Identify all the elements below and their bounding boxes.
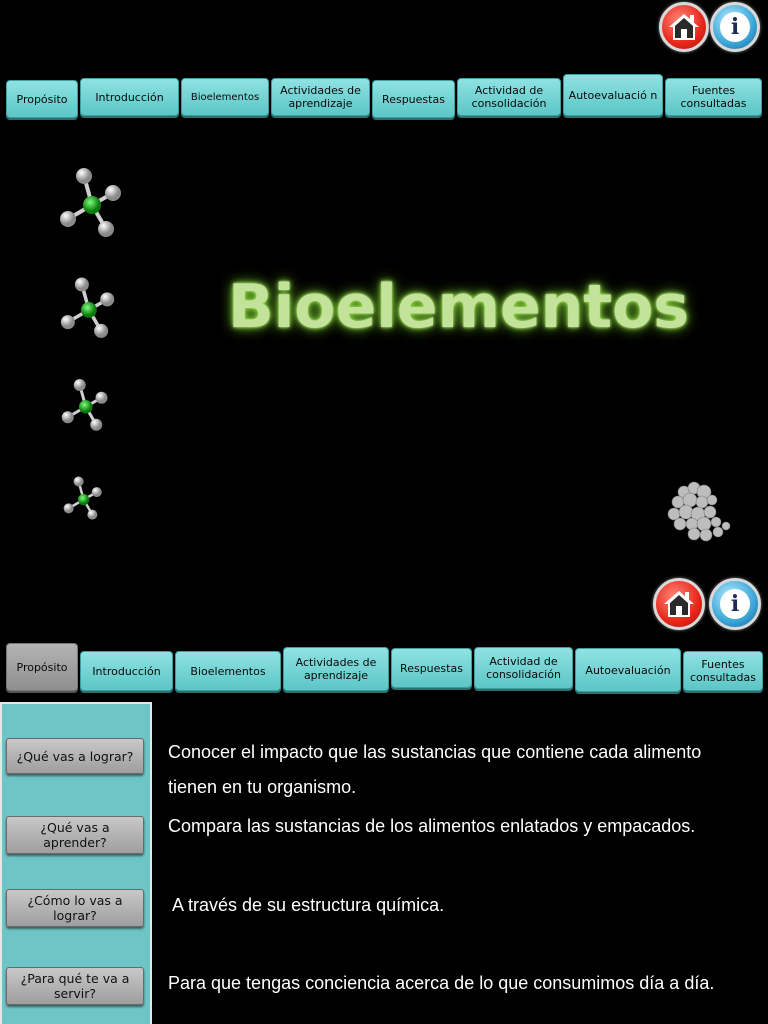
tab-label: Autoevaluación [585,663,671,677]
question-label: ¿Cómo lo vas a lograr? [27,893,123,923]
tab-label: Fuentes consultadas [689,658,757,684]
tab-actividad-de-consolidacion[interactable]: Actividad de consolidación [457,78,561,116]
tab-bioelementos[interactable]: Bioelementos [181,78,269,116]
methane-molecule-icon [60,277,115,338]
answer-servir: Para que tengas conciencia acerca de lo … [168,973,715,993]
tab-fuentes-consultadas[interactable]: Fuentes consultadas [665,78,762,116]
protein-structure-image [667,481,731,542]
question-label: ¿Qué vas a lograr? [16,748,134,764]
page-title: Bioelementos [228,272,690,342]
home-icon [664,591,694,617]
home-icon [669,14,699,40]
tab-label: Propósito [16,92,68,106]
tab-actividad-de-consolidacion[interactable]: Actividad de consolidación [474,647,573,689]
info-icon: i [720,12,750,42]
tab-label: Actividad de consolidación [486,655,561,681]
tab-label: Introducción [95,90,164,104]
tab-label: Actividades de aprendizaje [280,84,361,110]
tab-actividades-de-aprendizaje[interactable]: Actividades de aprendizaje [271,78,370,116]
tab-proposito[interactable]: Propósito [6,643,78,691]
tab-label: Respuestas [382,92,445,106]
que-vas-a-aprender-button[interactable]: ¿Qué vas a aprender? [6,816,144,854]
para-que-te-va-a-servir-button[interactable]: ¿Para qué te va a servir? [6,967,144,1005]
tab-autoevaluacion[interactable]: Autoevaluació n [563,74,663,116]
home-button[interactable] [653,578,705,630]
answer-como: A través de su estructura química. [168,895,445,915]
como-lo-vas-a-lograr-button[interactable]: ¿Cómo lo vas a lograr? [6,889,144,927]
que-vas-a-lograr-button[interactable]: ¿Qué vas a lograr? [6,738,144,774]
tab-label: Actividades de aprendizaje [295,656,377,682]
tab-label: Introducción [92,664,161,678]
question-label: ¿Qué vas a aprender? [40,820,110,850]
tab-label: Respuestas [400,661,463,675]
answer-lograr: Conocer el impacto que las sustancias qu… [168,742,702,797]
info-button[interactable]: i [709,578,761,630]
info-icon: i [720,589,750,619]
tab-respuestas[interactable]: Respuestas [391,648,472,688]
tab-actividades-de-aprendizaje[interactable]: Actividades de aprendizaje [283,647,389,691]
tab-label: Fuentes consultadas [680,84,747,110]
tab-label: Actividad de consolidación [471,84,547,110]
tab-bioelementos[interactable]: Bioelementos [175,651,281,691]
questions-panel: ¿Qué vas a lograr? ¿Qué vas a aprender? … [0,702,152,1024]
tab-label: Bioelementos [190,664,266,678]
tab-label: Propósito [16,660,68,674]
methane-molecule-icon [60,168,121,237]
tab-introduccion[interactable]: Introducción [80,651,173,691]
tab-respuestas[interactable]: Respuestas [372,80,455,118]
info-button[interactable]: i [710,2,760,52]
methane-molecule-icon [61,379,108,431]
methane-molecule-icon [63,476,102,520]
tab-autoevaluacion[interactable]: Autoevaluación [575,648,681,692]
question-label: ¿Para qué te va a servir? [20,971,130,1001]
tab-fuentes-consultadas[interactable]: Fuentes consultadas [683,651,763,691]
tab-label: Bioelementos [190,91,260,103]
tab-proposito[interactable]: Propósito [6,80,78,118]
home-button[interactable] [659,2,709,52]
tab-label: Autoevaluació n [568,88,658,102]
tab-introduccion[interactable]: Introducción [80,78,179,116]
answer-aprender: Compara las sustancias de los alimentos … [168,816,696,836]
